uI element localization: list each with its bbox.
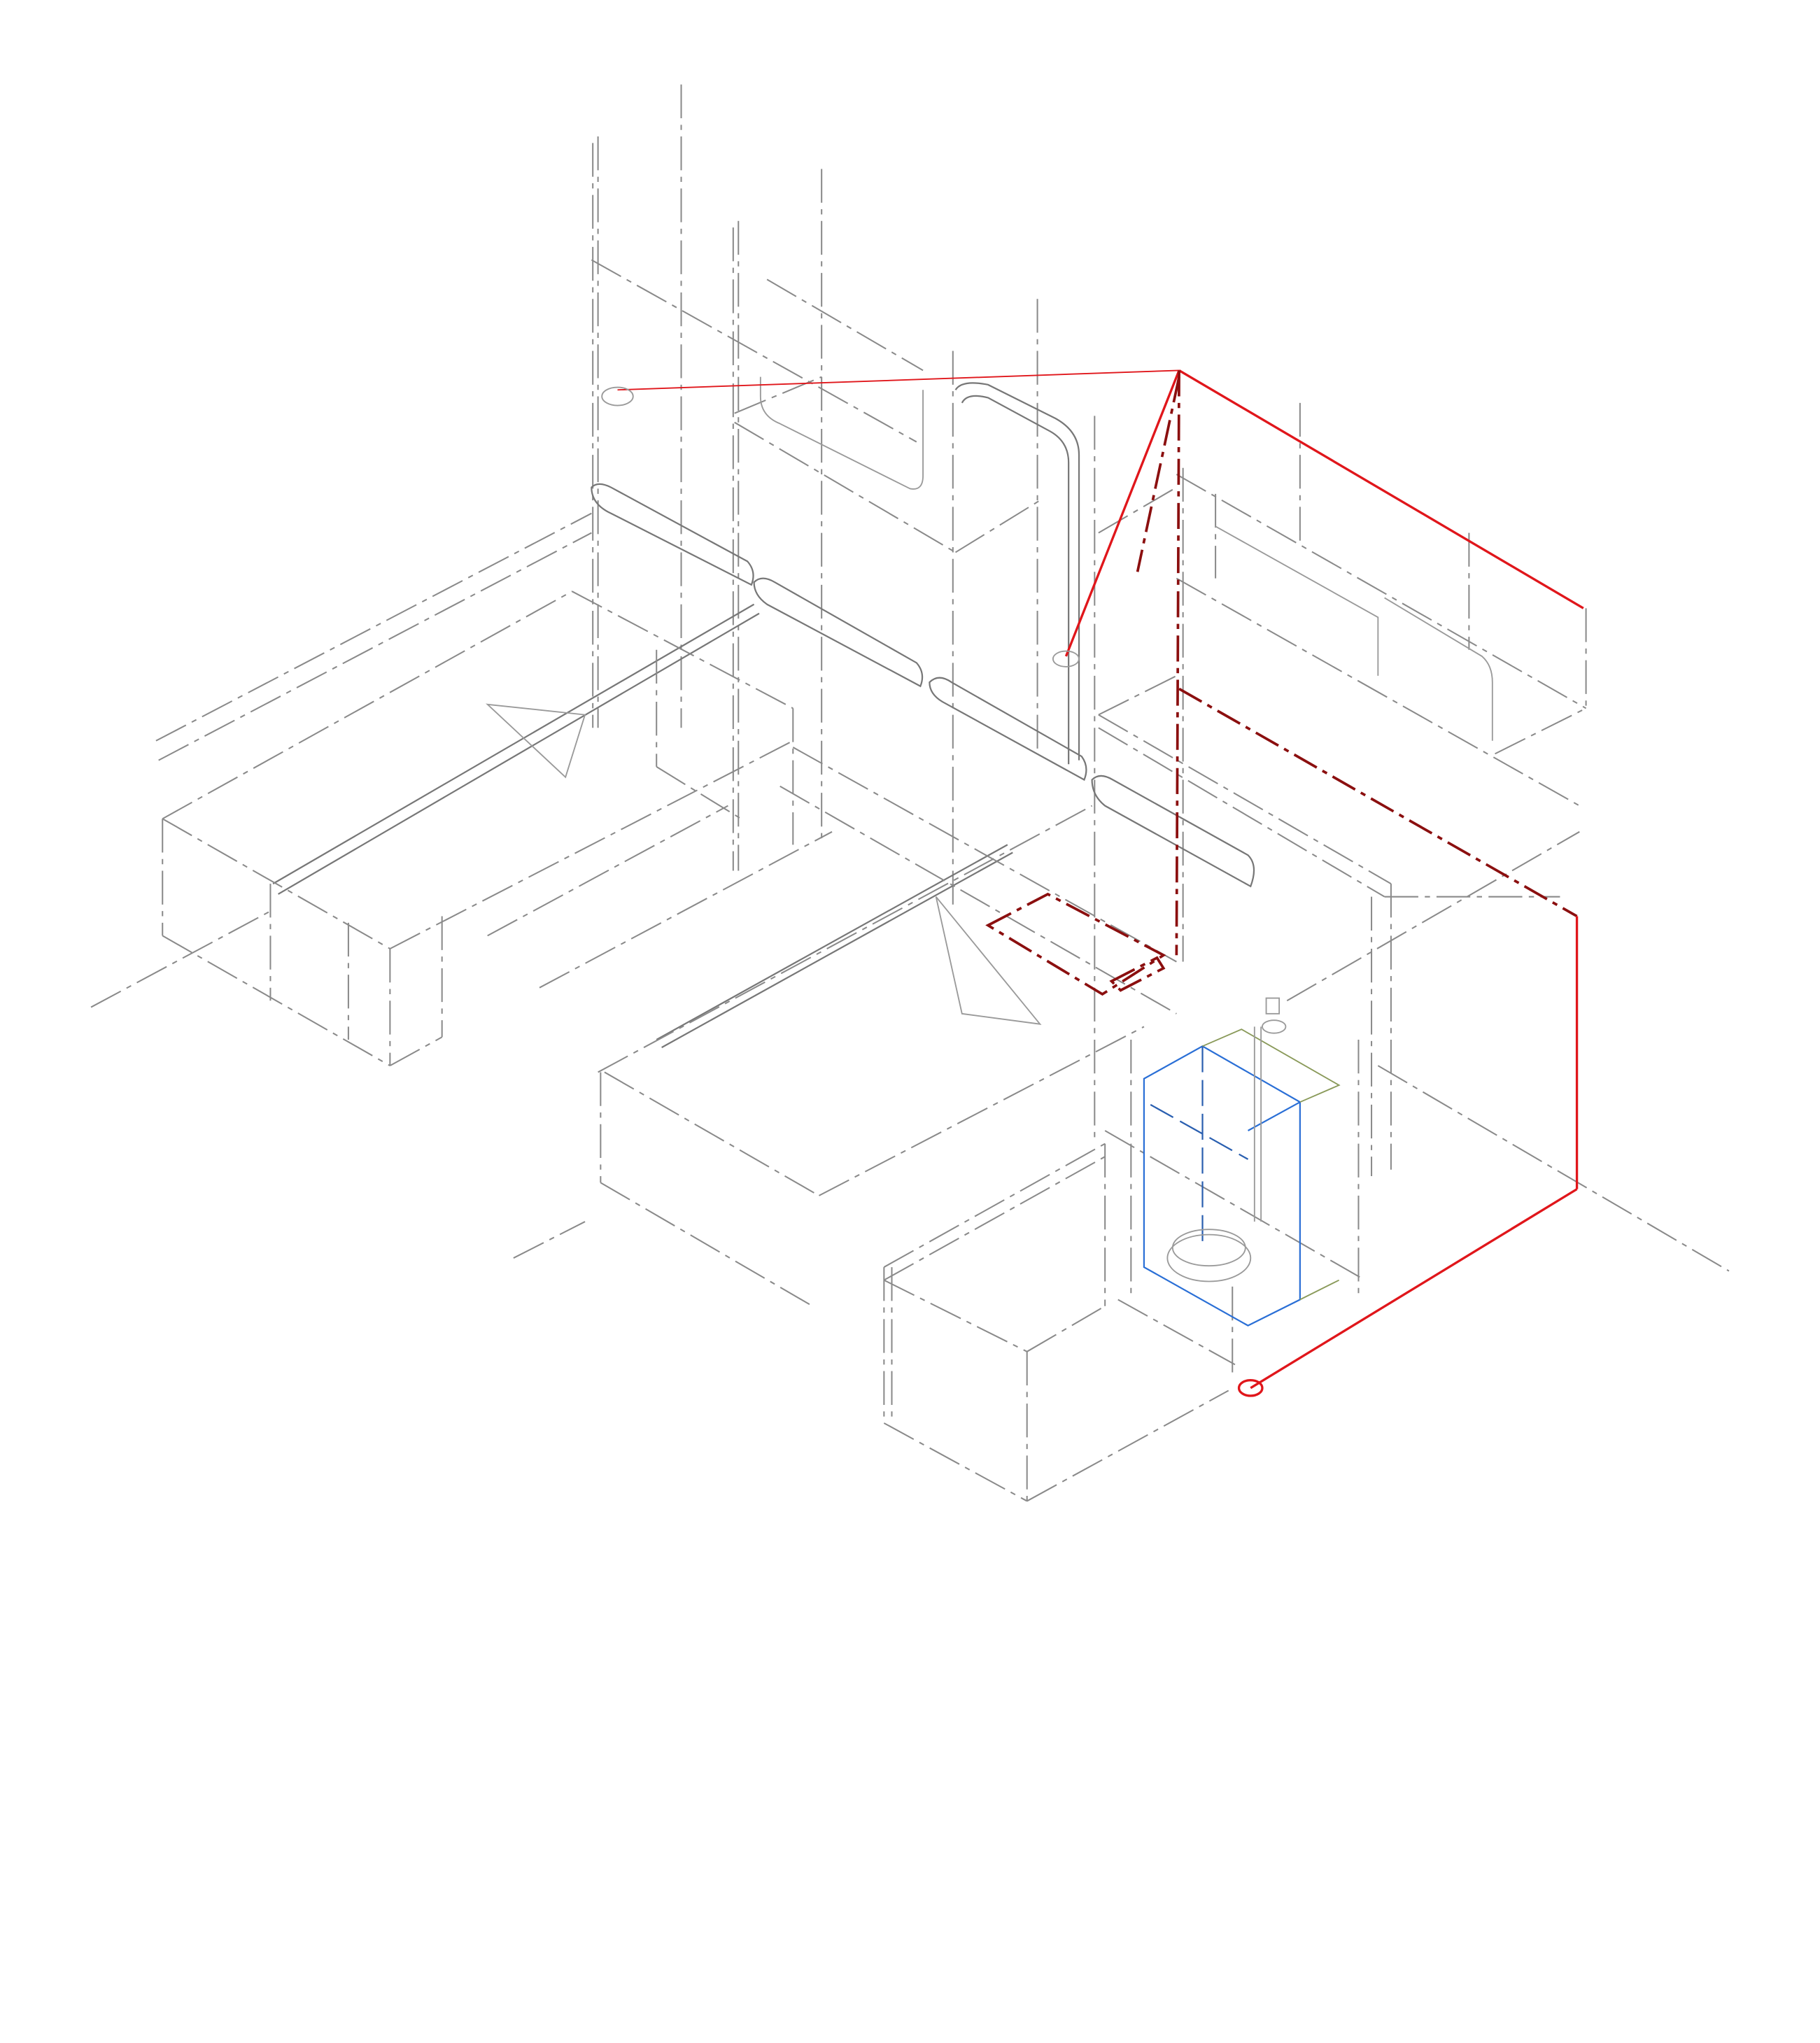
left-sofa-block xyxy=(90,512,833,1067)
right-cabinet xyxy=(1098,674,1730,1300)
vertical-pipe-rounded xyxy=(954,382,1080,765)
handrails xyxy=(272,483,1255,1049)
ceiling-point-marker xyxy=(601,386,634,407)
floor-drain-outline xyxy=(985,892,1166,996)
highlighted-route xyxy=(601,369,1584,1397)
wall-point-marker xyxy=(1052,650,1080,667)
central-bench xyxy=(513,747,1177,1307)
bottom-box xyxy=(883,1143,1236,1502)
vertical-guide-lines xyxy=(592,84,1470,1144)
drain-point-marker xyxy=(1237,1379,1264,1397)
upper-shelving xyxy=(591,259,1587,807)
toilet-fixture xyxy=(1143,997,1341,1327)
